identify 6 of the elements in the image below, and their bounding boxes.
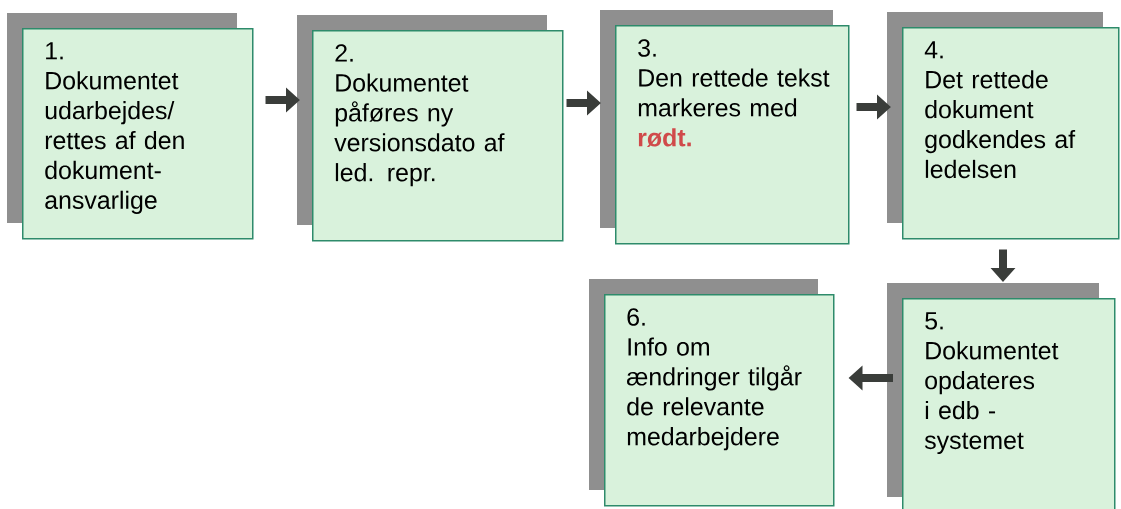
process-box: 3. Den rettede tekst markeres med rødt. [600, 10, 850, 245]
process-box: 6. Info om ændringer tilgår de relevante medarbejdere [589, 279, 835, 507]
process-box: 4. Det rettede dokument godkendes af ledelsen [887, 12, 1120, 240]
process-box: 5. Dokumentet opdateres i edb - systemet [887, 283, 1116, 509]
process-box: 2. Dokumentet påføres ny versionsdato af led. repr. [297, 15, 564, 242]
process-box: 1. Dokumentet udarbejdes/ rettes af den dokument- ansvarlige [7, 13, 254, 240]
